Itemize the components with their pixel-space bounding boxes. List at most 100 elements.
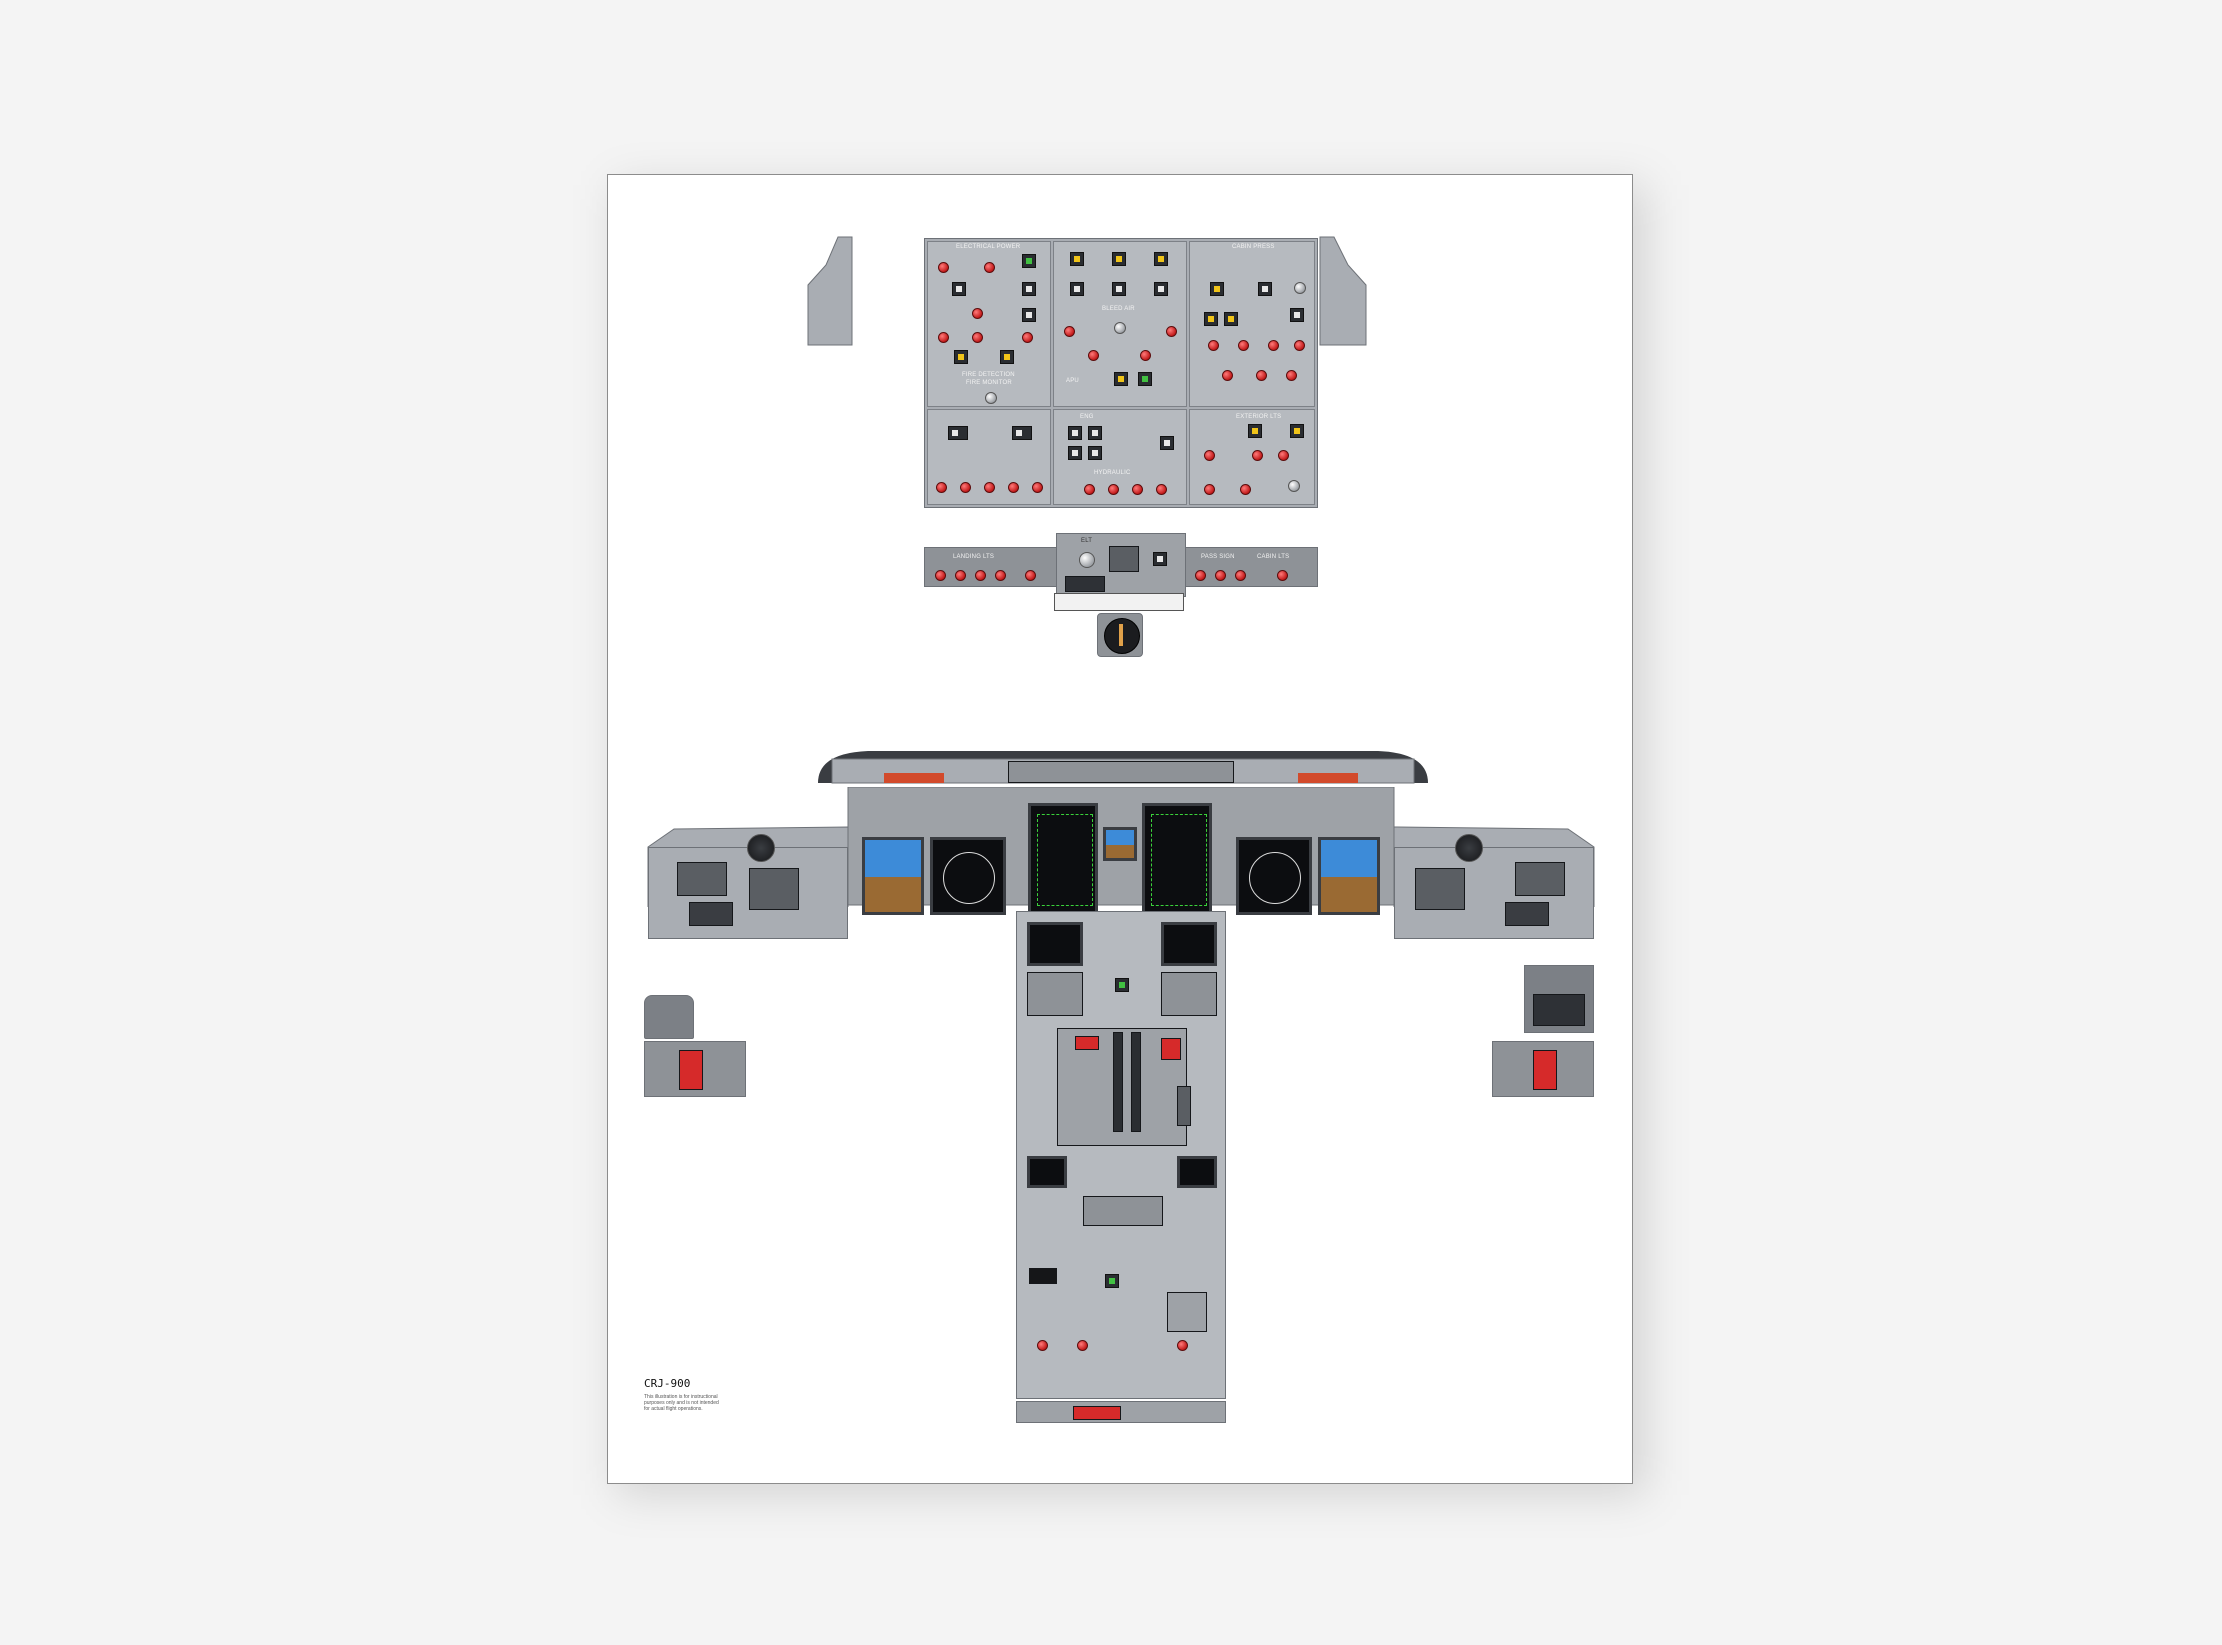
press-knob-7[interactable] bbox=[1286, 370, 1297, 381]
landing-knob-5[interactable] bbox=[1025, 570, 1036, 581]
ext-knob-4[interactable] bbox=[1204, 484, 1215, 495]
center-switch-1[interactable] bbox=[1070, 252, 1084, 266]
fire-test-button[interactable] bbox=[985, 392, 997, 404]
capt-tiller[interactable] bbox=[679, 1050, 703, 1090]
bleed-knob-3[interactable] bbox=[1088, 350, 1099, 361]
landing-knob-3[interactable] bbox=[975, 570, 986, 581]
capt-oxygen-mask-stowage bbox=[644, 995, 694, 1039]
elec-knob-4[interactable] bbox=[938, 332, 949, 343]
landing-knob-2[interactable] bbox=[955, 570, 966, 581]
compass-needle-icon bbox=[1119, 624, 1123, 646]
elt-switch[interactable] bbox=[1079, 552, 1095, 568]
elec-switch-2[interactable] bbox=[952, 282, 966, 296]
eng-switch-1[interactable] bbox=[1068, 426, 1082, 440]
hyd-pump-knob-4[interactable] bbox=[1156, 484, 1167, 495]
elec-switch-4[interactable] bbox=[1022, 308, 1036, 322]
hyd-knob-3[interactable] bbox=[984, 482, 995, 493]
eng-switch-4[interactable] bbox=[1088, 446, 1102, 460]
eng-switch-5[interactable] bbox=[1160, 436, 1174, 450]
fo-cdu-keypad[interactable] bbox=[1161, 972, 1217, 1016]
elec-knob-6[interactable] bbox=[1022, 332, 1033, 343]
press-switch-5[interactable] bbox=[1290, 308, 1304, 322]
center-switch-4[interactable] bbox=[1070, 282, 1084, 296]
ext-dimmer[interactable] bbox=[1288, 480, 1300, 492]
hyd-pump-knob-1[interactable] bbox=[1084, 484, 1095, 495]
ext-switch-1[interactable] bbox=[1248, 424, 1262, 438]
bleed-knob-4[interactable] bbox=[1140, 350, 1151, 361]
apu-start-switch[interactable] bbox=[1138, 372, 1152, 386]
flap-lever[interactable] bbox=[1075, 1036, 1099, 1050]
capt-cdu-keypad[interactable] bbox=[1027, 972, 1083, 1016]
press-switch-3[interactable] bbox=[1204, 312, 1218, 326]
standby-attitude-indicator bbox=[1103, 827, 1137, 861]
pass-sign-label: PASS SIGN bbox=[1201, 554, 1235, 560]
cabin-press-knob[interactable] bbox=[1294, 282, 1306, 294]
ext-knob-1[interactable] bbox=[1204, 450, 1215, 461]
cabin-knob-1[interactable] bbox=[1277, 570, 1288, 581]
elec-knob-3[interactable] bbox=[972, 308, 983, 319]
bleed-selector[interactable] bbox=[1114, 322, 1126, 334]
elec-switch-5[interactable] bbox=[954, 350, 968, 364]
spoiler-lever[interactable] bbox=[1161, 1038, 1181, 1060]
thrust-lever-1[interactable] bbox=[1113, 1032, 1123, 1132]
elec-switch-1[interactable] bbox=[1022, 254, 1036, 268]
pass-knob-2[interactable] bbox=[1215, 570, 1226, 581]
pedestal-knob-a[interactable] bbox=[1037, 1340, 1048, 1351]
thrust-lever-2[interactable] bbox=[1131, 1032, 1141, 1132]
center-switch-2[interactable] bbox=[1112, 252, 1126, 266]
center-switch-5[interactable] bbox=[1112, 282, 1126, 296]
pass-knob-1[interactable] bbox=[1195, 570, 1206, 581]
press-knob-2[interactable] bbox=[1238, 340, 1249, 351]
pedestal-knob-b[interactable] bbox=[1077, 1340, 1088, 1351]
fo-tiller[interactable] bbox=[1533, 1050, 1557, 1090]
parking-brake-handle[interactable] bbox=[1073, 1406, 1121, 1420]
pfd-ground bbox=[865, 877, 921, 912]
press-knob-5[interactable] bbox=[1222, 370, 1233, 381]
pedestal-green-switch[interactable] bbox=[1115, 978, 1129, 992]
bleed-knob-1[interactable] bbox=[1064, 326, 1075, 337]
pedestal-knob-c[interactable] bbox=[1177, 1340, 1188, 1351]
elec-switch-6[interactable] bbox=[1000, 350, 1014, 364]
elec-knob-1[interactable] bbox=[938, 262, 949, 273]
center-switch-3[interactable] bbox=[1154, 252, 1168, 266]
landing-knob-1[interactable] bbox=[935, 570, 946, 581]
hyd-switch-1[interactable] bbox=[948, 426, 968, 440]
weather-radar-panel bbox=[1083, 1196, 1163, 1226]
ext-knob-5[interactable] bbox=[1240, 484, 1251, 495]
press-knob-3[interactable] bbox=[1268, 340, 1279, 351]
caption-block: CRJ-900 This illustration is for instruc… bbox=[644, 1377, 724, 1412]
press-switch-1[interactable] bbox=[1210, 282, 1224, 296]
hyd-knob-1[interactable] bbox=[936, 482, 947, 493]
captain-pfd bbox=[862, 837, 924, 915]
eng-switch-3[interactable] bbox=[1068, 446, 1082, 460]
press-switch-2[interactable] bbox=[1258, 282, 1272, 296]
hyd-pump-knob-2[interactable] bbox=[1108, 484, 1119, 495]
bleed-knob-2[interactable] bbox=[1166, 326, 1177, 337]
press-knob-6[interactable] bbox=[1256, 370, 1267, 381]
hyd-pump-knob-3[interactable] bbox=[1132, 484, 1143, 495]
fo-mini-panel bbox=[1505, 902, 1549, 926]
landing-knob-4[interactable] bbox=[995, 570, 1006, 581]
ext-knob-3[interactable] bbox=[1278, 450, 1289, 461]
capt-tiller-panel bbox=[644, 1041, 746, 1097]
eng-switch-2[interactable] bbox=[1088, 426, 1102, 440]
hyd-knob-5[interactable] bbox=[1032, 482, 1043, 493]
elec-knob-5[interactable] bbox=[972, 332, 983, 343]
hyd-switch-2[interactable] bbox=[1012, 426, 1032, 440]
ext-switch-2[interactable] bbox=[1290, 424, 1304, 438]
press-switch-4[interactable] bbox=[1224, 312, 1238, 326]
apu-switch[interactable] bbox=[1114, 372, 1128, 386]
hyd-knob-2[interactable] bbox=[960, 482, 971, 493]
hyd-knob-4[interactable] bbox=[1008, 482, 1019, 493]
pass-sign-switch[interactable] bbox=[1153, 552, 1167, 566]
press-knob-1[interactable] bbox=[1208, 340, 1219, 351]
elec-knob-2[interactable] bbox=[984, 262, 995, 273]
center-switch-6[interactable] bbox=[1154, 282, 1168, 296]
trim-wheel[interactable] bbox=[1177, 1086, 1191, 1126]
pass-knob-3[interactable] bbox=[1235, 570, 1246, 581]
press-knob-4[interactable] bbox=[1294, 340, 1305, 351]
ext-knob-2[interactable] bbox=[1252, 450, 1263, 461]
elec-switch-3[interactable] bbox=[1022, 282, 1036, 296]
pedestal-switch-a[interactable] bbox=[1105, 1274, 1119, 1288]
cabin-lts-label: CABIN LTS bbox=[1257, 554, 1290, 560]
